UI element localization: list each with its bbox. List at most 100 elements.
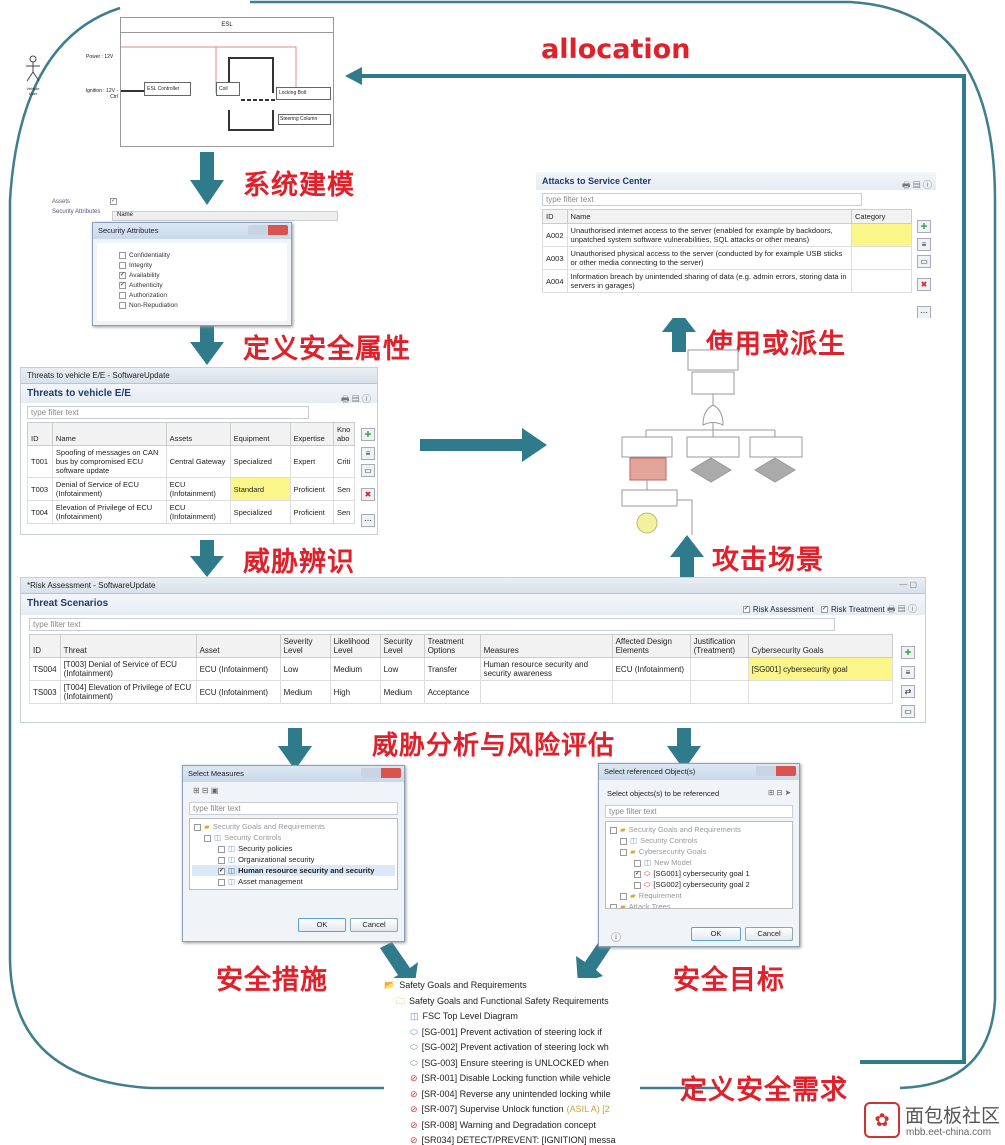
delete-icon[interactable]: ✖ <box>917 278 931 291</box>
tab-threats[interactable]: Threats to vehicle E/E - SoftwareUpdate <box>21 368 377 384</box>
attribute-option[interactable]: ✓Authenticity <box>119 281 287 291</box>
ok-button[interactable]: OK <box>691 927 741 941</box>
table-cell[interactable]: TS003 <box>29 680 61 704</box>
checkbox[interactable] <box>119 301 126 309</box>
column-header[interactable]: Equipment <box>229 422 291 446</box>
ok-button[interactable]: OK <box>298 918 346 932</box>
table-cell[interactable]: [T003] Denial of Service of ECU (Infotai… <box>59 657 197 681</box>
table-cell[interactable]: Acceptance <box>423 680 481 704</box>
column-header[interactable]: Name <box>51 422 167 446</box>
table-cell[interactable] <box>851 269 912 293</box>
filter-input[interactable]: type filter text <box>27 406 309 419</box>
tree-item[interactable]: ▰Security Goals and Requirements <box>192 821 395 832</box>
table-cell[interactable]: A003 <box>542 246 568 270</box>
attribute-option[interactable]: Authorization <box>119 291 287 301</box>
table-cell[interactable]: Proficient <box>289 477 334 501</box>
tree-item[interactable]: ⊘[SR-008] Warning and Degradation concep… <box>384 1118 640 1134</box>
attribute-option[interactable]: ✓Availability <box>119 271 287 281</box>
filter-input[interactable]: type filter text <box>189 802 398 815</box>
print-save-help-icons[interactable]: 🖶 ▤ ⓘ <box>886 604 917 614</box>
filter-input[interactable]: type filter text <box>605 805 793 818</box>
print-save-help-icons[interactable]: 🖶 ▤ ⓘ <box>340 394 371 404</box>
column-header[interactable]: Expertise <box>289 422 334 446</box>
tree-item[interactable]: ⬭[SG-003] Ensure steering is UNLOCKED wh… <box>384 1056 640 1072</box>
checkbox[interactable] <box>119 291 126 299</box>
table-cell[interactable]: High <box>329 680 381 704</box>
safety-requirements-tree[interactable]: 📂Safety Goals and Requirements🗀Safety Go… <box>384 978 640 1145</box>
risk-treatment-checkbox[interactable]: ✓ <box>820 606 828 614</box>
checkbox[interactable] <box>610 826 617 834</box>
checkbox[interactable] <box>218 856 225 864</box>
column-header[interactable]: Category <box>851 209 912 224</box>
table-cell[interactable] <box>851 223 912 247</box>
table-cell[interactable]: A004 <box>542 269 568 293</box>
table-cell[interactable]: Criti <box>332 445 356 478</box>
copy-icon[interactable]: ▭ <box>917 255 931 268</box>
table-cell[interactable]: ECU (Infotainment) <box>165 477 231 501</box>
window-controls[interactable] <box>756 766 796 776</box>
copy-icon[interactable]: ▭ <box>901 705 915 718</box>
table-cell[interactable]: Specialized <box>229 500 291 524</box>
window-controls[interactable] <box>361 768 401 778</box>
checkbox[interactable] <box>218 878 225 886</box>
checkbox[interactable]: ✓ <box>119 281 126 289</box>
cancel-button[interactable]: Cancel <box>350 918 398 932</box>
checkbox[interactable] <box>204 834 211 842</box>
edit-icon[interactable]: ≡ <box>361 447 375 460</box>
more-icon[interactable]: ⋯ <box>361 514 375 527</box>
table-row[interactable]: TS003[T004] Elevation of Privilege of EC… <box>29 680 894 704</box>
more-icon[interactable]: ⋯ <box>917 306 931 318</box>
checkbox[interactable] <box>194 823 201 831</box>
attribute-option[interactable]: Integrity <box>119 261 287 271</box>
table-cell[interactable]: ECU (Infotainment) <box>611 657 691 681</box>
table-cell[interactable]: A002 <box>542 223 568 247</box>
checkbox[interactable] <box>634 881 641 889</box>
table-cell[interactable] <box>851 246 912 270</box>
filter-input[interactable]: type filter text <box>542 193 862 206</box>
checkbox[interactable]: ✓ <box>218 867 225 875</box>
cancel-button[interactable]: Cancel <box>745 927 793 941</box>
table-cell[interactable] <box>479 680 613 704</box>
table-cell[interactable]: Denial of Service of ECU (Infotainment) <box>51 477 167 501</box>
checkbox[interactable] <box>620 848 627 856</box>
column-header[interactable]: Assets <box>165 422 231 446</box>
tree-item[interactable]: ◫Security Controls <box>192 832 395 843</box>
table-cell[interactable]: TS004 <box>29 657 61 681</box>
tree-item[interactable]: ⊘[SR-001] Disable Locking function while… <box>384 1071 640 1087</box>
column-header[interactable]: Kno abo <box>332 422 356 446</box>
attribute-option[interactable]: Confidentiality <box>119 251 287 261</box>
tree-item[interactable]: ⊘[SR-007] Supervise Unlock function(ASIL… <box>384 1102 640 1118</box>
table-cell[interactable]: Unauthorised internet access to the serv… <box>566 223 853 247</box>
tree-item[interactable]: ⬭[SG-001] Prevent activation of steering… <box>384 1025 640 1041</box>
table-cell[interactable]: Transfer <box>423 657 481 681</box>
tree-item[interactable]: ◫Asset management <box>192 876 395 887</box>
measures-tree[interactable]: ▰Security Goals and Requirements◫Securit… <box>189 818 398 890</box>
tree-item[interactable]: ◫Security Controls <box>608 835 790 846</box>
tree-item[interactable]: ⬭[SG-002] Prevent activation of steering… <box>384 1040 640 1056</box>
add-icon[interactable]: ✚ <box>917 220 931 233</box>
help-icon[interactable]: ⓘ <box>611 933 621 944</box>
table-cell[interactable]: [SG001] cybersecurity goal <box>747 657 894 681</box>
tree-item[interactable]: ⊘[SR-004] Reverse any unintended locking… <box>384 1087 640 1103</box>
tree-item[interactable]: ◫Access control and authentication <box>192 887 395 889</box>
table-cell[interactable] <box>689 680 749 704</box>
tree-item[interactable]: 🗀Safety Goals and Functional Safety Requ… <box>384 994 640 1010</box>
table-cell[interactable] <box>689 657 749 681</box>
column-header[interactable]: ID <box>27 422 53 446</box>
column-header[interactable]: Likelihood Level <box>329 634 381 658</box>
edit-icon[interactable]: ≡ <box>917 238 931 251</box>
column-header[interactable]: Justification (Treatment) <box>689 634 749 658</box>
expand-collapse-icons[interactable]: ⊞ ⊟ ▣ <box>193 786 219 795</box>
table-cell[interactable]: Sen <box>332 500 356 524</box>
tree-item[interactable]: ▰Security Goals and Requirements <box>608 824 790 835</box>
locking-bolt-block[interactable]: Locking Bolt <box>276 87 331 100</box>
risk-assessment-checkbox[interactable]: ✓ <box>742 606 750 614</box>
table-cell[interactable]: T004 <box>27 500 53 524</box>
table-cell[interactable] <box>747 680 894 704</box>
column-header[interactable]: Measures <box>479 634 613 658</box>
table-cell[interactable]: T003 <box>27 477 53 501</box>
column-header[interactable]: Security Level <box>379 634 425 658</box>
